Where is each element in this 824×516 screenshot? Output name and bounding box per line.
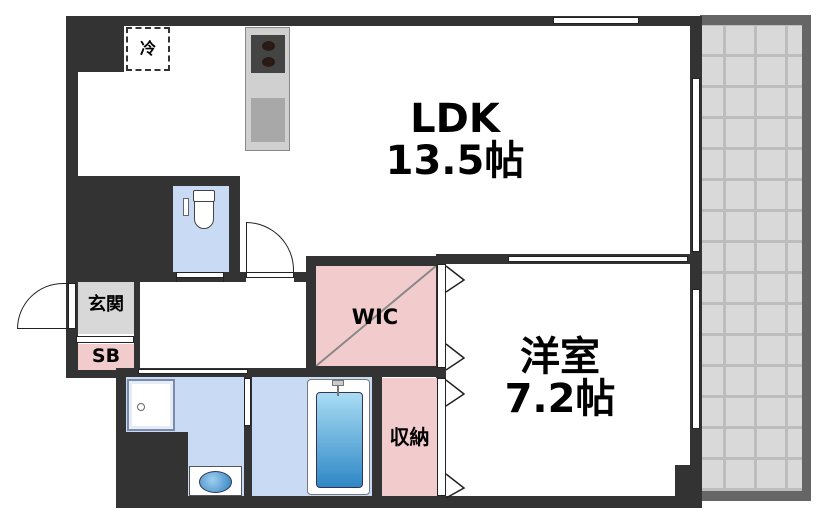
fridge-label: 冷 — [139, 38, 156, 58]
washroom-sliding-door[interactable] — [138, 369, 248, 374]
ldk-door[interactable] — [246, 272, 294, 278]
room-wic — [316, 266, 436, 366]
storage-label: 収納 — [389, 424, 430, 449]
kitchen-counter — [245, 27, 290, 151]
western-label: 洋室 7.2帖 — [480, 336, 640, 420]
faucet-icon — [332, 380, 344, 386]
wall-closet-divider — [436, 368, 446, 378]
toilet-remote-icon — [183, 198, 189, 216]
ldk-name: LDK — [410, 96, 500, 142]
ldk-label: LDK 13.5帖 — [360, 98, 550, 182]
window-western-right — [692, 289, 700, 429]
stove-icon — [251, 35, 285, 73]
wall-entrance-bottom — [66, 370, 140, 378]
entrance-label: 玄関 — [88, 294, 124, 315]
shoe-box-label: SB — [91, 345, 121, 368]
corner-block-bottomright2 — [675, 465, 702, 508]
balcony — [700, 15, 811, 501]
wall-hall-top — [224, 272, 246, 282]
toilet-icon — [193, 190, 215, 232]
sink-icon — [251, 98, 285, 142]
sliding-door-ldk-western[interactable] — [508, 256, 688, 262]
hallway — [138, 282, 308, 368]
wall-bottom — [116, 496, 702, 508]
ldk-size: 13.5帖 — [385, 138, 525, 184]
shoe-box-door — [76, 336, 134, 343]
bathtub-basin-icon — [316, 392, 363, 488]
wall-wash-block2 — [116, 432, 188, 508]
window-ldk-right — [692, 78, 700, 252]
wall-hall-top-right — [294, 272, 308, 282]
wall-entrance-right — [134, 282, 140, 372]
storage-folding-door[interactable] — [437, 378, 446, 496]
western-name: 洋室 — [520, 334, 600, 380]
corner-block-topleft2 — [66, 16, 124, 72]
basin-icon — [199, 471, 232, 493]
room-ldk-lower — [238, 176, 690, 254]
toilet-door[interactable] — [176, 272, 224, 278]
wall-top — [66, 16, 702, 26]
wall-bath-left — [244, 376, 252, 498]
folding-door-markers — [445, 265, 466, 498]
wic-diagonal — [316, 266, 436, 366]
room-ldk — [78, 26, 690, 178]
drain-icon — [137, 403, 145, 411]
shoe-box: SB — [78, 344, 134, 370]
room-western — [446, 264, 690, 496]
bathtub — [307, 379, 370, 495]
room-storage: 収納 — [382, 378, 437, 496]
window-top — [553, 17, 639, 24]
washbasin — [189, 466, 242, 496]
toilet-room — [173, 186, 229, 272]
entrance-door[interactable] — [68, 283, 76, 329]
fridge-space: 冷 — [126, 27, 170, 71]
wic-folding-door[interactable] — [437, 264, 446, 368]
western-size: 7.2帖 — [504, 376, 616, 422]
wall-storage-left2 — [372, 376, 382, 498]
entrance-door-swing — [17, 283, 69, 329]
wall-bath-top — [116, 368, 446, 377]
washing-machine-pan — [127, 379, 175, 431]
wic-label: WIC — [351, 305, 399, 329]
bath-door[interactable] — [244, 378, 251, 426]
entrance — [78, 282, 134, 334]
